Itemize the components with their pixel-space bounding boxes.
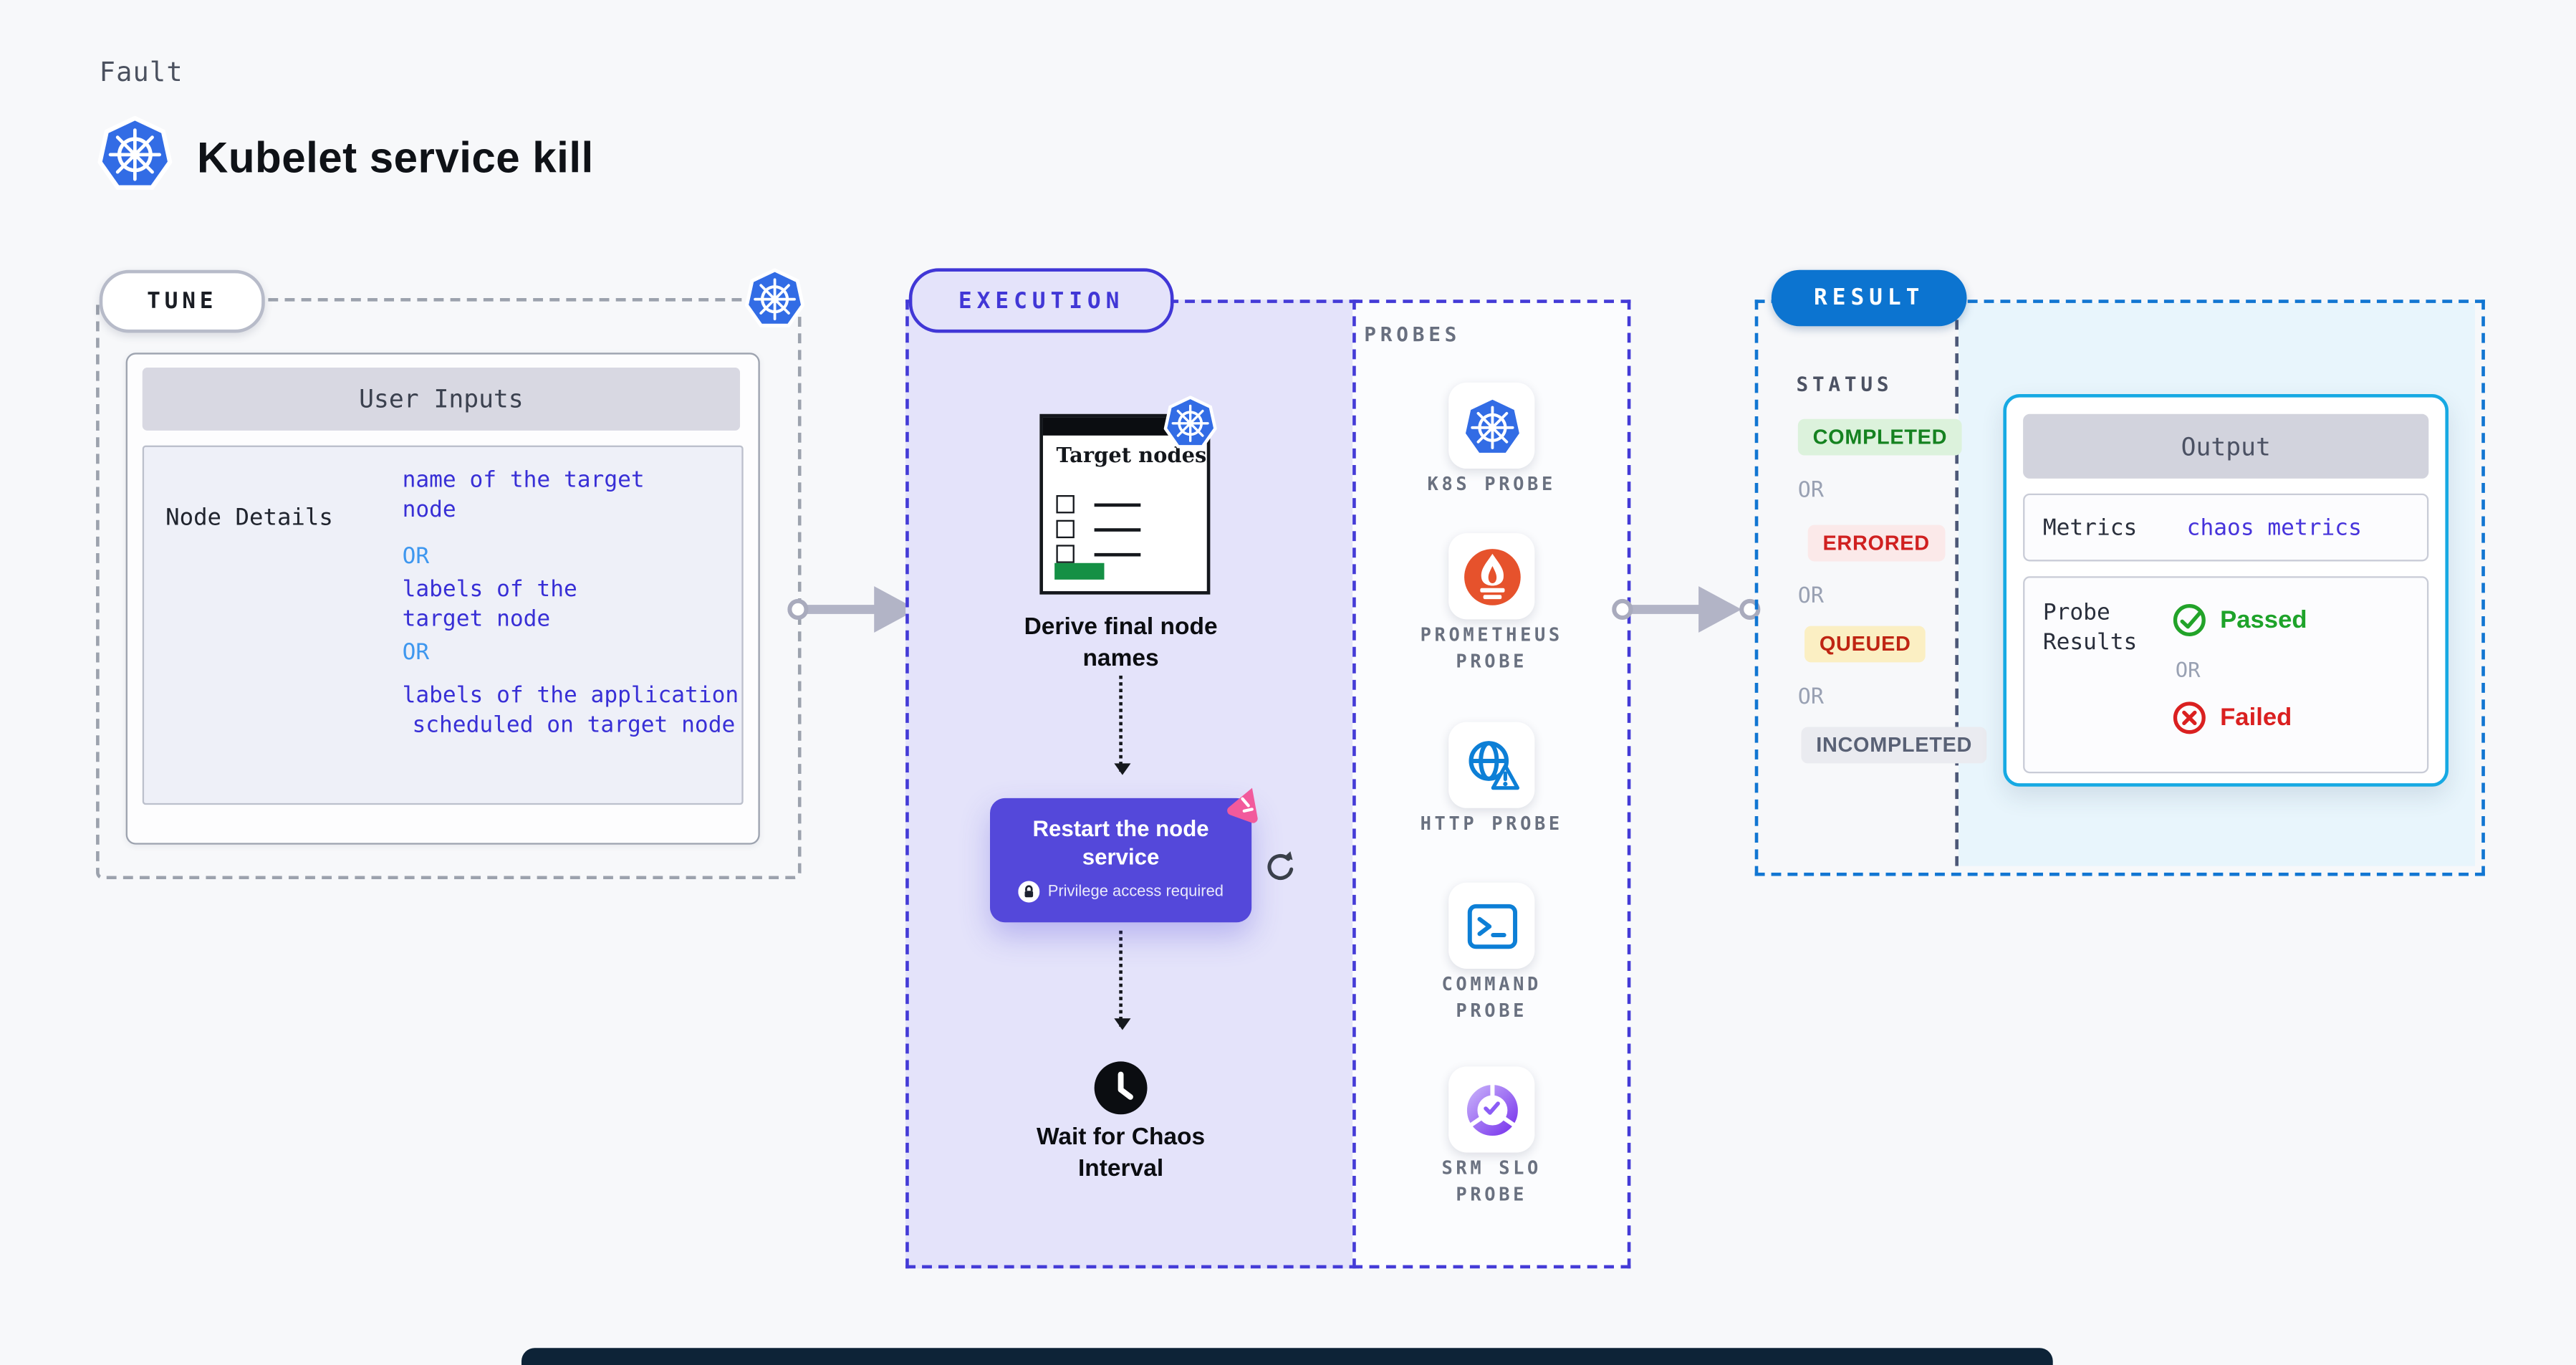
status-badge-queued: QUEUED <box>1804 626 1926 663</box>
status-badge-incompleted: INCOMPLETED <box>1801 727 1987 764</box>
status-badge-completed: COMPLETED <box>1797 418 1963 456</box>
fault-kicker: Fault <box>99 56 183 88</box>
execution-badge: EXECUTION <box>908 268 1174 333</box>
flow-arrow <box>1612 586 1761 633</box>
kubernetes-icon <box>1164 396 1217 449</box>
tune-section-box <box>96 297 802 880</box>
passed-label: Passed <box>2220 605 2307 635</box>
globe-warning-icon <box>1468 740 1519 790</box>
bottom-panel-edge <box>521 1348 2053 1365</box>
or-separator: OR <box>1797 584 1824 610</box>
probe-card-k8s <box>1448 382 1535 469</box>
probe-card-srm-slo <box>1448 1066 1535 1153</box>
confirm-bar <box>1054 562 1105 580</box>
probe-card-http <box>1448 722 1535 808</box>
output-header: Output <box>2023 413 2429 479</box>
user-inputs-header: User Inputs <box>142 368 741 431</box>
probe-results-values: Passed OR Failed <box>2172 578 2307 772</box>
result-section-box <box>1754 300 2485 876</box>
restart-node-service-step: Restart the node service Privilege acces… <box>990 798 1252 923</box>
failed-label: Failed <box>2220 704 2292 732</box>
tune-badge: TUNE <box>99 269 265 333</box>
checkbox-icon <box>1056 519 1075 539</box>
status-badge-errored: ERRORED <box>1807 525 1945 562</box>
chaos-logo-icon <box>1227 787 1258 823</box>
probe-label: HTTP PROBE <box>1420 813 1563 835</box>
value-line: name of the target <box>402 466 645 494</box>
value-line: scheduled on target node <box>412 712 736 739</box>
node-checkbox-row <box>1056 545 1188 563</box>
value-line: target node <box>402 605 551 633</box>
value-line: node <box>402 497 456 524</box>
probe-results-label: Probe Results <box>2042 599 2138 656</box>
value-line: labels of the application <box>402 682 739 709</box>
derive-node-names-label: Derive final node names <box>1024 614 1218 672</box>
probe-label: SRM SLO PROBE <box>1441 1157 1542 1206</box>
probe-card-prometheus <box>1448 533 1535 620</box>
kubernetes-icon <box>1461 395 1523 456</box>
privilege-note-text: Privilege access required <box>1047 882 1224 901</box>
check-circle-icon <box>2173 603 2206 636</box>
node-checkbox-row <box>1056 519 1188 539</box>
probe-label: COMMAND PROBE <box>1441 973 1542 1022</box>
or-separator: OR <box>2175 657 2201 683</box>
prometheus-icon <box>1463 547 1520 605</box>
passed-row: Passed <box>2172 603 2307 638</box>
slo-donut-check-icon <box>1466 1082 1517 1135</box>
privilege-note: Privilege access required <box>990 880 1251 902</box>
dotted-flow-arrow <box>1114 930 1131 1030</box>
probes-heading: PROBES <box>1364 322 1461 347</box>
probe-card-command <box>1448 882 1535 969</box>
metrics-label: Metrics <box>2042 514 2138 541</box>
value-line: labels of the <box>402 576 577 603</box>
kubernetes-icon <box>745 268 804 327</box>
node-line <box>1094 503 1141 507</box>
x-circle-icon <box>2173 701 2206 734</box>
probe-label: K8S PROBE <box>1427 473 1556 496</box>
node-details-label: Node Details <box>165 504 333 532</box>
node-line <box>1094 528 1141 532</box>
probe-results-row: Probe Results Passed OR Failed <box>2023 576 2429 774</box>
checkbox-icon <box>1056 545 1075 563</box>
node-details-values: name of the target node OR labels of the… <box>403 465 750 740</box>
metrics-value: chaos metrics <box>2186 514 2362 541</box>
result-badge: RESULT <box>1771 269 1967 327</box>
status-heading: STATUS <box>1796 372 1893 396</box>
kubernetes-icon <box>97 116 172 191</box>
node-checkbox-row <box>1056 495 1188 514</box>
lock-icon <box>1018 880 1040 902</box>
page-title: Kubelet service kill <box>197 132 594 183</box>
or-line: OR <box>402 639 430 666</box>
clock-icon <box>1094 1061 1148 1115</box>
terminal-icon <box>1466 903 1517 949</box>
dotted-flow-arrow <box>1114 675 1131 775</box>
restart-step-title: Restart the node service <box>1032 816 1209 870</box>
metrics-row: Metrics chaos metrics <box>2023 493 2429 562</box>
node-details-row <box>142 445 744 805</box>
or-separator: OR <box>1797 478 1824 504</box>
probe-label: PROMETHEUS PROBE <box>1420 624 1563 673</box>
or-line: OR <box>402 543 430 570</box>
result-divider <box>1955 302 1959 866</box>
or-separator: OR <box>1797 685 1824 711</box>
retry-loop-icon <box>1267 851 1294 880</box>
output-card: Output Metrics chaos metrics Probe Resul… <box>2003 394 2449 787</box>
checkbox-icon <box>1056 495 1075 514</box>
node-line <box>1094 552 1141 557</box>
wait-chaos-interval-label: Wait for Chaos Interval <box>1036 1124 1206 1182</box>
failed-row: Failed <box>2172 701 2307 736</box>
